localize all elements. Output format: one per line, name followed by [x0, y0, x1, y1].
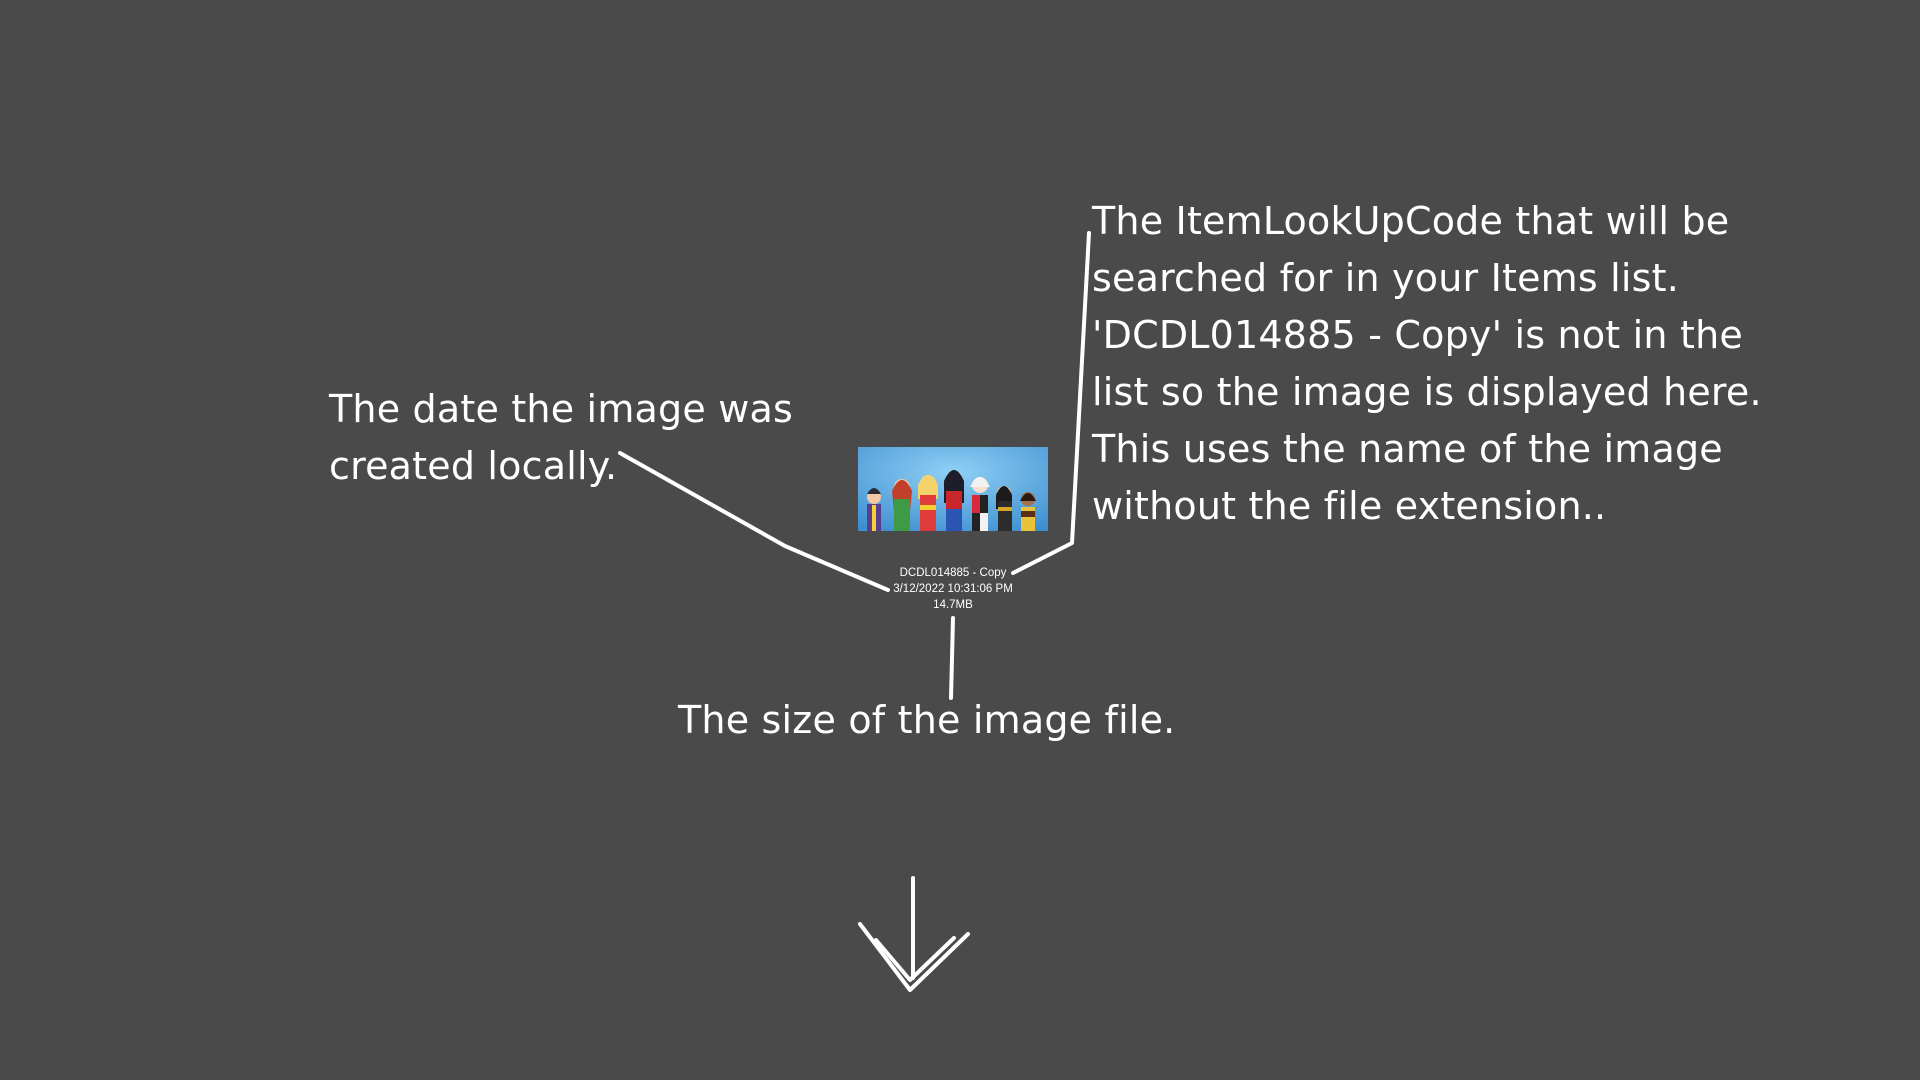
- annotation-line: The size of the image file.: [678, 698, 1176, 742]
- file-size: 14.7MB: [933, 599, 973, 611]
- file-date: 3/12/2022 10:31:06 PM: [893, 583, 1013, 595]
- annotation-line: searched for in your Items list.: [1092, 256, 1680, 300]
- arrow-down-icon: [858, 876, 970, 992]
- annotation-line: The date the image was: [329, 387, 793, 431]
- file-name: DCDL014885 - Copy: [899, 567, 1007, 579]
- size-annotation: The size of the image file.: [678, 692, 1175, 749]
- file-info: DCDL014885 - Copy 3/12/2022 10:31:06 PM …: [860, 565, 1046, 613]
- annotation-line: 'DCDL014885 - Copy' is not in the: [1092, 313, 1743, 357]
- date-annotation: The date the image was created locally.: [329, 381, 793, 495]
- annotation-line: This uses the name of the image: [1092, 427, 1723, 471]
- item-lookup-annotation: The ItemLookUpCode that will be searched…: [1092, 193, 1762, 535]
- annotation-line: created locally.: [329, 444, 618, 488]
- annotation-line: without the file extension..: [1092, 484, 1607, 528]
- size-connector: [949, 616, 955, 700]
- annotation-line: list so the image is displayed here.: [1092, 370, 1762, 414]
- thumbnail-picture: [858, 447, 1048, 531]
- image-thumbnail[interactable]: [858, 447, 1048, 531]
- annotation-line: The ItemLookUpCode that will be: [1092, 199, 1730, 243]
